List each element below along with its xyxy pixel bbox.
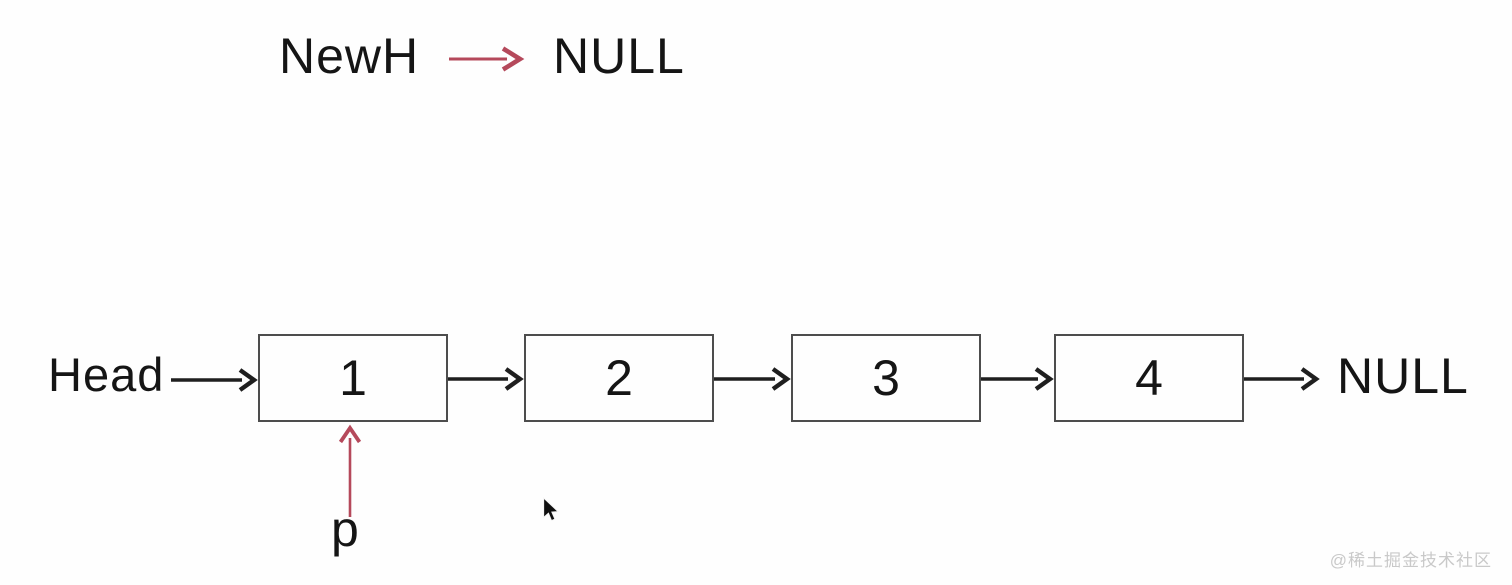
newh-pointer-label: NewH — [279, 28, 420, 84]
list-node-4: 4 — [1054, 334, 1244, 422]
newh-null-label: NULL — [553, 28, 685, 84]
head-arrow — [171, 368, 258, 392]
node3-node4-arrow — [981, 367, 1054, 391]
list-terminator-label: NULL — [1337, 348, 1469, 404]
node2-node3-arrow — [714, 367, 791, 391]
list-node-2: 2 — [524, 334, 714, 422]
node-2-value: 2 — [605, 350, 633, 406]
watermark: @稀土掘金技术社区 — [1329, 551, 1492, 570]
node-4-value: 4 — [1135, 350, 1163, 406]
node4-null-arrow — [1244, 367, 1320, 391]
head-pointer-label: Head — [48, 348, 165, 401]
list-node-3: 3 — [791, 334, 981, 422]
node-3-value: 3 — [872, 350, 900, 406]
node1-node2-arrow — [448, 367, 524, 391]
newh-null-arrow — [449, 46, 525, 72]
list-node-1: 1 — [258, 334, 448, 422]
p-pointer-label: p — [331, 501, 360, 557]
node-1-value: 1 — [339, 350, 367, 406]
mouse-cursor-icon — [543, 497, 559, 522]
